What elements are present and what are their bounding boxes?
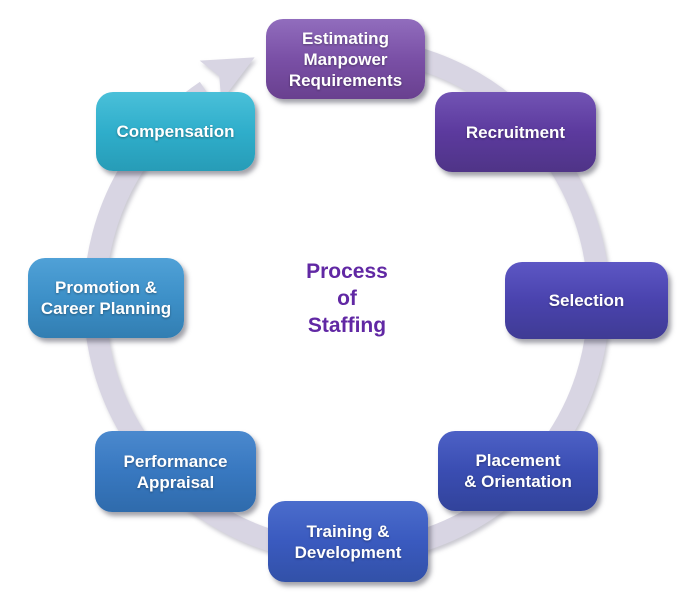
step-label: Placement& Orientation (464, 451, 572, 491)
step-label: Training &Development (294, 521, 402, 562)
step-label: Selection (548, 291, 625, 310)
step-label: Recruitment (465, 122, 566, 142)
step-selection: Selection (505, 262, 668, 339)
step-promotion-career-planning: Promotion &Career Planning (28, 258, 184, 338)
step-recruitment: Recruitment (435, 92, 596, 172)
step-label: Promotion &Career Planning (40, 278, 172, 318)
clockwise-arrow-icon (199, 57, 255, 102)
step-placement-orientation: Placement& Orientation (438, 431, 598, 511)
step-training-development: Training &Development (268, 501, 428, 582)
step-label: Compensation (116, 122, 235, 141)
step-compensation: Compensation (96, 92, 255, 171)
